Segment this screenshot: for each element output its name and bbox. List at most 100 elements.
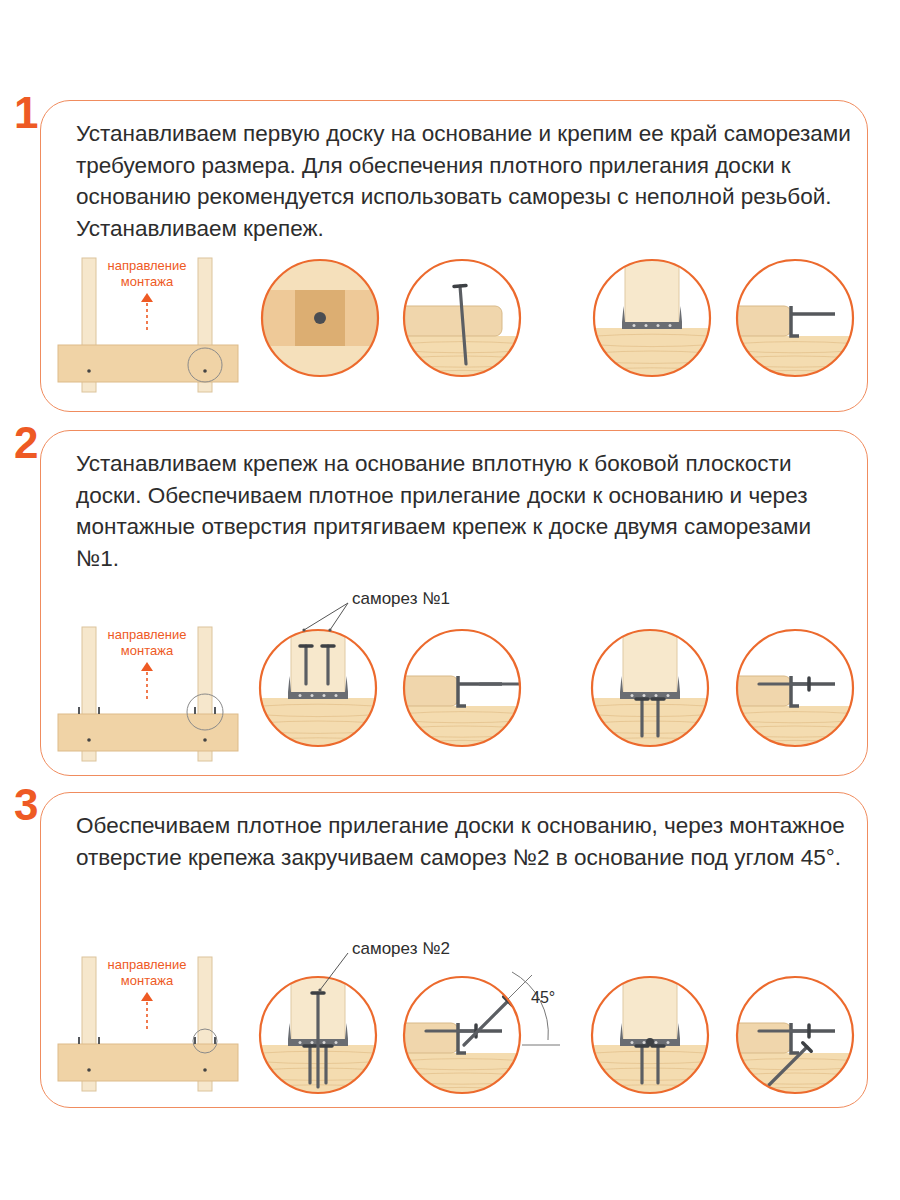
fastener-tooth xyxy=(620,1023,623,1039)
leader-dot xyxy=(328,628,331,631)
detail-circle xyxy=(262,260,378,376)
fastener-tooth xyxy=(620,676,623,692)
arrow-head xyxy=(141,992,153,1001)
angle-line xyxy=(508,975,532,999)
detail-view xyxy=(258,975,378,1095)
screw xyxy=(460,286,466,364)
callout-label: саморез №1 xyxy=(352,589,492,609)
screw-head xyxy=(803,1043,811,1051)
wood-grain xyxy=(402,1059,522,1061)
board-end xyxy=(623,975,677,1045)
wood-grain xyxy=(735,342,855,344)
screw xyxy=(316,993,319,1087)
screw-head xyxy=(320,1044,332,1048)
fastener-hole xyxy=(657,324,660,327)
step-text: Устанавливаем первую доску на основание … xyxy=(76,118,851,244)
detail-view xyxy=(715,975,855,1098)
wood-grain xyxy=(735,1082,855,1084)
screw xyxy=(640,699,643,736)
direction-label: направление монтажа xyxy=(97,627,197,658)
layout-scheme xyxy=(58,627,238,761)
screw xyxy=(656,699,659,736)
leader-line xyxy=(304,603,348,630)
fastener-hole xyxy=(667,694,670,697)
direction-arrow xyxy=(146,999,148,1029)
direction-arrow xyxy=(146,669,148,699)
screw-head xyxy=(646,1038,654,1046)
fastener-hole xyxy=(645,324,648,327)
step-panel: 1Устанавливаем первую доску на основание… xyxy=(40,100,868,412)
fastener-hole xyxy=(299,694,302,697)
wood-grain xyxy=(258,715,378,717)
wood-grain xyxy=(735,735,855,737)
wood-grain xyxy=(402,370,522,372)
detail-view xyxy=(715,628,855,751)
wood-grain xyxy=(735,365,855,367)
detail-view xyxy=(382,258,522,381)
screw-head xyxy=(636,1044,648,1048)
angle-baseline xyxy=(522,1045,560,1046)
detail-circle xyxy=(594,260,710,376)
deck-board xyxy=(58,345,238,382)
step-text: Устанавливаем крепеж на основание вплотн… xyxy=(76,448,851,574)
detail-circle xyxy=(404,260,520,376)
board-side xyxy=(715,306,791,336)
deck-board xyxy=(58,714,238,751)
screw xyxy=(640,1046,643,1083)
wood-grain xyxy=(402,365,522,367)
screw xyxy=(759,682,809,685)
leader-line xyxy=(330,603,348,630)
screw-head xyxy=(636,697,648,701)
wood-grain xyxy=(402,1087,522,1089)
screw xyxy=(304,646,307,684)
fastener-hole xyxy=(323,1041,326,1044)
screw-head xyxy=(454,284,466,288)
step-panel: 2Устанавливаем крепеж на основание вплот… xyxy=(40,430,868,776)
direction-arrow xyxy=(146,300,148,330)
wood-grain xyxy=(735,740,855,742)
wood-grain xyxy=(590,738,710,740)
board-end xyxy=(623,628,677,698)
fastener-side xyxy=(791,306,835,336)
fastener-mark xyxy=(79,707,99,714)
highlight-ring xyxy=(193,1029,217,1053)
fastener-tooth xyxy=(677,1023,680,1039)
detail-view xyxy=(258,628,378,748)
detail-view xyxy=(382,975,522,1098)
base-top xyxy=(590,698,710,748)
screw xyxy=(656,1046,659,1083)
detail-circle xyxy=(737,630,853,746)
screw xyxy=(308,1046,311,1083)
fastener-top xyxy=(288,692,348,699)
fastener-hole xyxy=(311,1041,314,1044)
screw-dot xyxy=(87,369,91,373)
fastener-side xyxy=(791,676,835,706)
step-panel: 3Обеспечиваем плотное прилегание доски к… xyxy=(40,792,868,1108)
board-top xyxy=(260,258,380,290)
board-end xyxy=(625,258,679,328)
callout-label: 45° xyxy=(531,988,571,1007)
layout-scheme xyxy=(58,258,238,392)
screw xyxy=(326,646,329,684)
board-side xyxy=(715,676,791,706)
fastener-hole xyxy=(335,1041,338,1044)
screw-dot xyxy=(203,369,207,373)
wood-grain xyxy=(590,1051,710,1053)
detail-circle xyxy=(260,977,376,1093)
detail-view xyxy=(715,258,855,381)
board-end xyxy=(291,628,345,698)
fastener-hole xyxy=(655,694,658,697)
wood-grain xyxy=(735,721,855,723)
callout-label: саморез №2 xyxy=(352,939,492,959)
highlight-ring xyxy=(187,694,223,730)
detail-view xyxy=(382,628,528,751)
wood-grain xyxy=(590,1078,710,1080)
screw-dot xyxy=(87,738,91,742)
ground xyxy=(590,975,710,1095)
detail-view xyxy=(590,628,710,748)
board-side xyxy=(382,676,458,706)
board-top xyxy=(260,346,380,378)
screw-head xyxy=(807,1025,811,1037)
wood-grain xyxy=(590,704,710,706)
screw-head xyxy=(652,697,664,701)
